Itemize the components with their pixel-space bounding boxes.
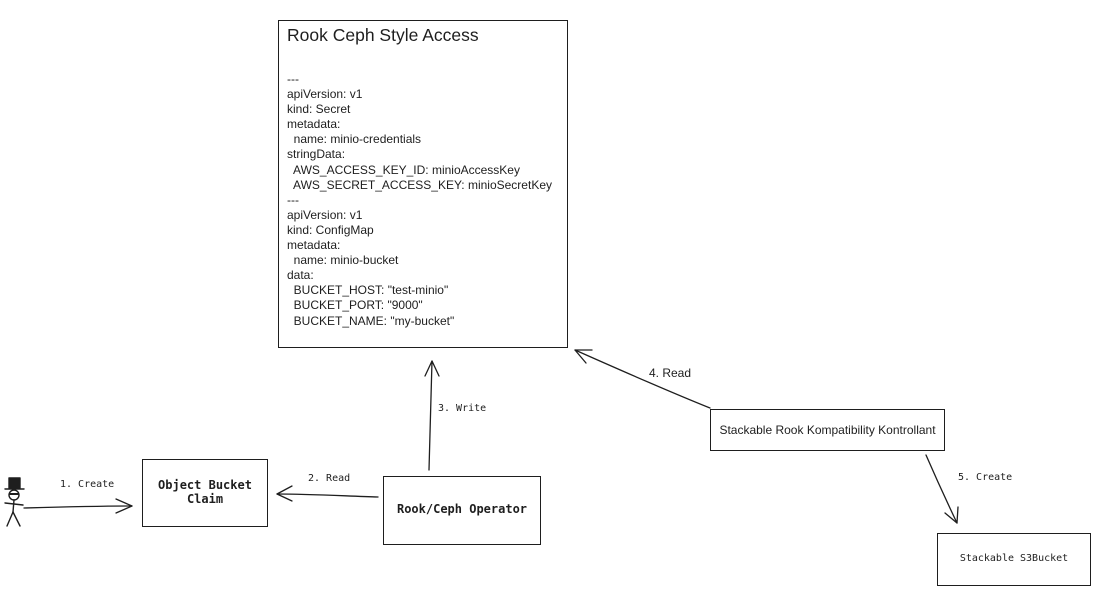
actor-icon xyxy=(4,477,25,527)
document-line: BUCKET_HOST: "test-minio" xyxy=(287,283,449,298)
object-bucket-claim-node: Object Bucket Claim xyxy=(142,459,268,527)
arrow-create-1 xyxy=(23,505,133,509)
document-line: apiVersion: v1 xyxy=(287,87,363,102)
document-line: --- xyxy=(287,72,299,86)
rook-ceph-style-access-box: Rook Ceph Style Access ---apiVersion: v1… xyxy=(278,20,568,348)
document-line: --- xyxy=(287,192,299,207)
stackable-rook-kontrollant-node: Stackable Rook Kompatibility Kontrollant xyxy=(710,409,945,451)
arrow-read-2 xyxy=(276,493,379,498)
edge-label-read-2: 2. Read xyxy=(308,473,351,484)
arrow-read-4-head xyxy=(574,349,593,364)
document-line: kind: Secret xyxy=(287,102,351,117)
object-bucket-claim-label: Object Bucket Claim xyxy=(158,478,252,506)
arrow-read-2-head xyxy=(276,485,293,502)
edge-label-create-5: 5. Create xyxy=(958,472,1013,483)
arrow-create-1-head xyxy=(115,498,133,514)
document-line: stringData: xyxy=(287,147,346,162)
stackable-s3bucket-label: Stackable S3Bucket xyxy=(959,553,1069,564)
document-line: metadata: xyxy=(287,117,341,132)
arrow-create-5-head xyxy=(944,506,959,524)
document-line: apiVersion: v1 xyxy=(287,207,363,222)
arrow-write-3-head xyxy=(424,360,440,377)
document-title: Rook Ceph Style Access xyxy=(287,25,479,45)
stackable-s3bucket-node: Stackable S3Bucket xyxy=(937,533,1091,586)
document-line: AWS_SECRET_ACCESS_KEY: minioSecretKey xyxy=(287,177,552,192)
edge-label-create-1: 1. Create xyxy=(60,479,115,490)
document-line: name: minio-credentials xyxy=(287,132,422,147)
edge-label-read-4: 4. Read xyxy=(649,366,692,380)
document-line: name: minio-bucket xyxy=(287,253,399,268)
rook-ceph-operator-node: Rook/Ceph Operator xyxy=(383,476,541,545)
rook-ceph-operator-label: Rook/Ceph Operator xyxy=(396,502,528,516)
arrow-read-4 xyxy=(574,349,711,409)
document-line: BUCKET_NAME: "my-bucket" xyxy=(287,313,455,328)
document-line: metadata: xyxy=(287,238,341,253)
stackable-rook-kontrollant-label: Stackable Rook Kompatibility Kontrollant xyxy=(719,423,936,437)
edge-label-write-3: 3. Write xyxy=(438,403,487,414)
document-line: BUCKET_PORT: "9000" xyxy=(287,298,423,313)
document-line: AWS_ACCESS_KEY_ID: minioAccessKey xyxy=(287,162,520,177)
document-line: data: xyxy=(287,268,314,283)
document-line: kind: ConfigMap xyxy=(287,222,374,237)
arrow-write-3 xyxy=(428,360,433,471)
arrow-create-5 xyxy=(925,454,958,524)
